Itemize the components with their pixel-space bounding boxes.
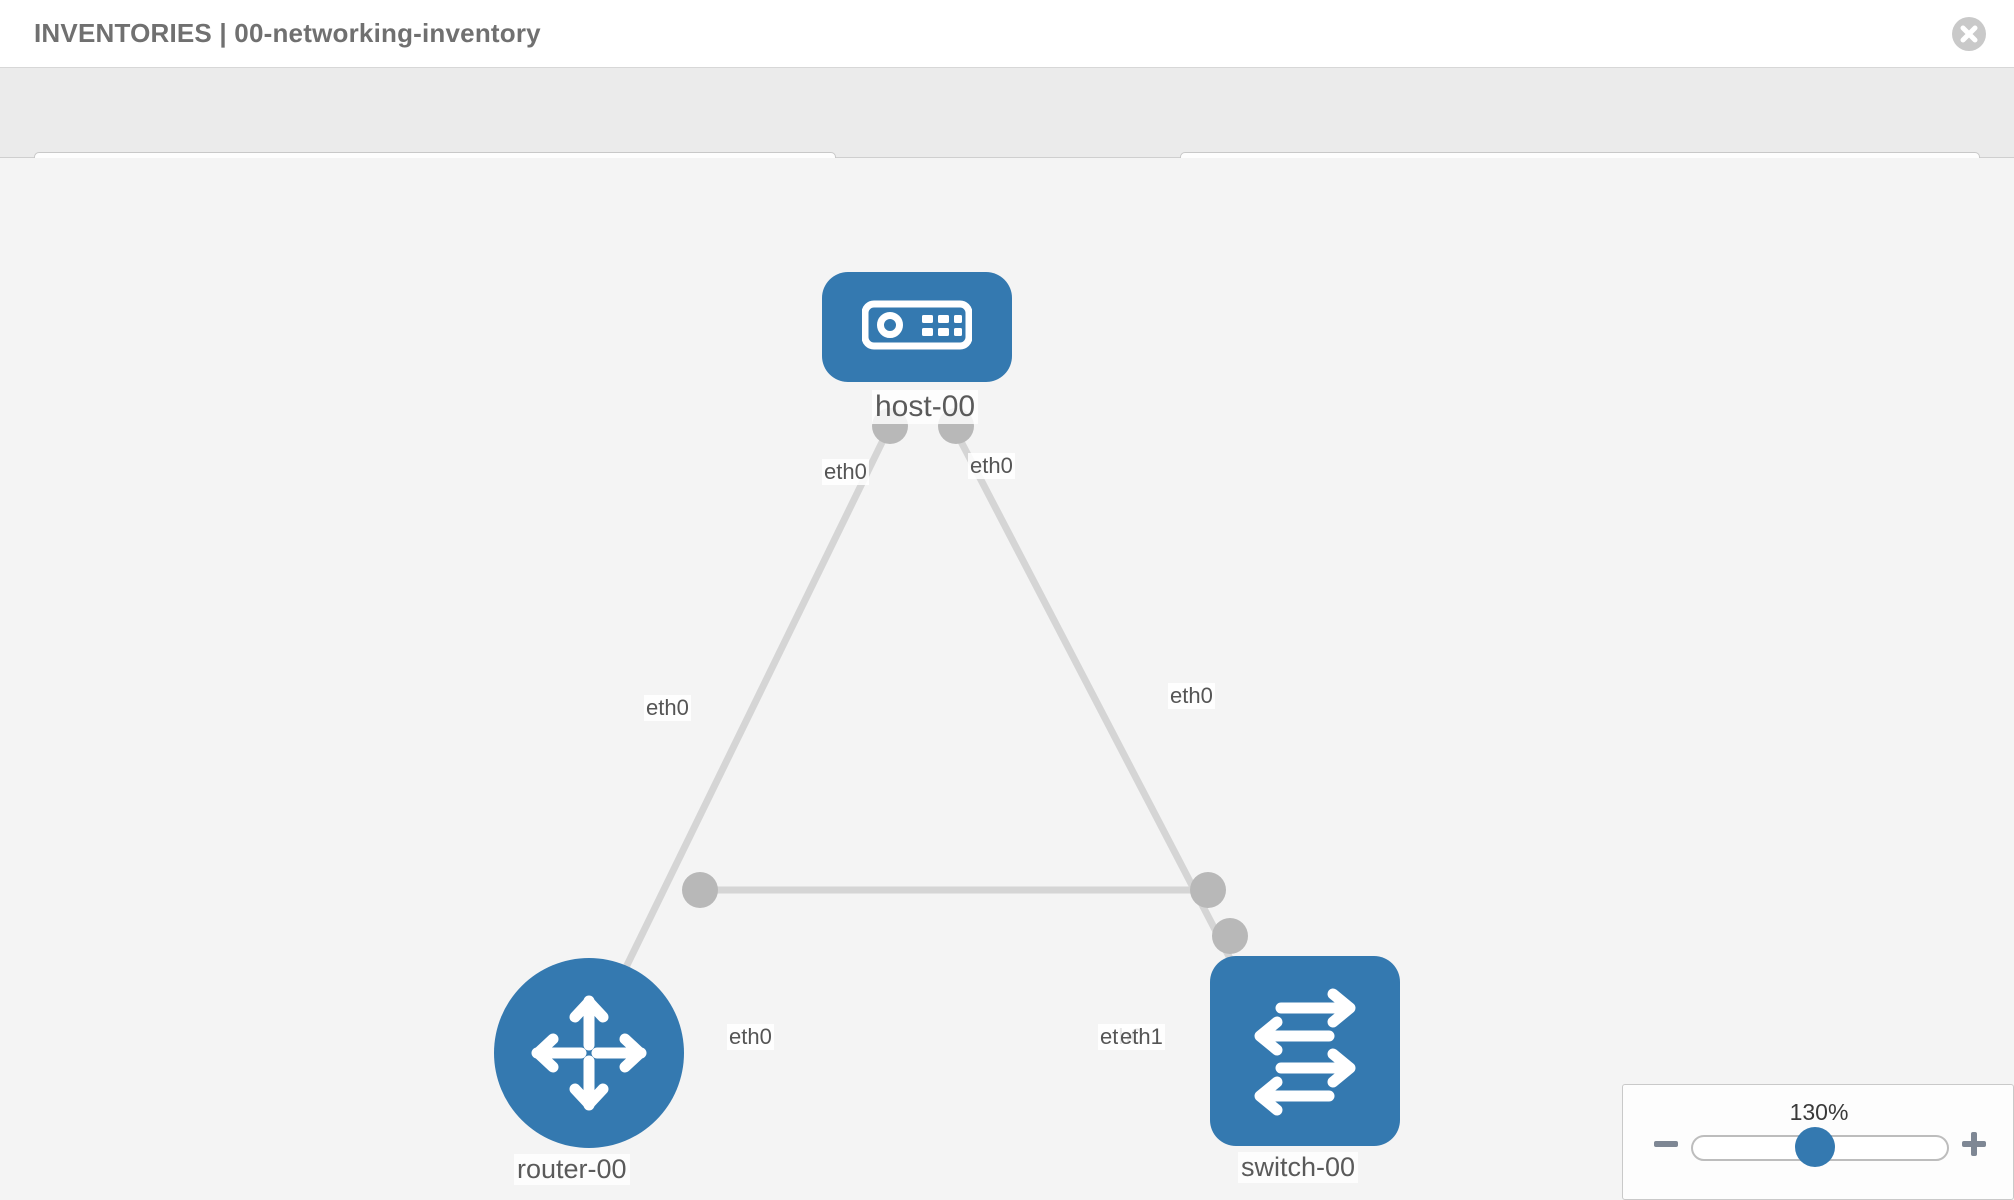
edge-label-switch-left-eth1: eth1 [1118, 1024, 1165, 1050]
node-switch-00-label: switch-00 [1238, 1152, 1359, 1183]
edge-label-switch-upper: eth0 [1168, 683, 1215, 709]
node-router-00-shape [494, 958, 684, 1148]
zoom-control-panel: 130% [1622, 1084, 2014, 1200]
bidirectional-arrows-icon [1254, 988, 1356, 1116]
socket-switch-upper[interactable] [1212, 918, 1248, 954]
socket-switch-left[interactable] [1190, 872, 1226, 908]
page-header: INVENTORIES | 00-networking-inventory [0, 0, 2014, 68]
page-title: INVENTORIES | 00-networking-inventory [34, 18, 541, 48]
node-host-00-label: host-00 [872, 390, 979, 424]
plus-icon[interactable] [1959, 1129, 1989, 1159]
edge-label-router-right: eth0 [727, 1024, 774, 1050]
link-host-switch [951, 428, 1239, 970]
link-host-router [608, 428, 892, 998]
four-way-arrows-icon [531, 995, 647, 1111]
topology-canvas[interactable]: host-00 router-00 [0, 158, 2014, 1200]
server-appliance-icon [862, 300, 972, 350]
zoom-level-label: 130% [1789, 1099, 1849, 1125]
node-router-00[interactable]: router-00 [494, 958, 684, 1188]
minus-icon[interactable] [1651, 1129, 1681, 1159]
edge-label-host-left: eth0 [822, 459, 869, 485]
node-router-00-label: router-00 [514, 1154, 630, 1185]
zoom-slider-thumb[interactable] [1795, 1127, 1835, 1167]
edge-label-router-upper: eth0 [644, 695, 691, 721]
topology-links [608, 428, 1239, 998]
node-host-00-shape [822, 272, 1012, 382]
toolbar: ACTIONS SEARCH [0, 68, 2014, 208]
node-host-00[interactable]: host-00 [822, 272, 1012, 462]
node-switch-00-shape [1210, 956, 1400, 1146]
close-icon[interactable] [1952, 17, 1986, 51]
node-switch-00[interactable]: switch-00 [1210, 956, 1400, 1186]
socket-router-right[interactable] [682, 872, 718, 908]
edge-label-host-right: eth0 [968, 453, 1015, 479]
